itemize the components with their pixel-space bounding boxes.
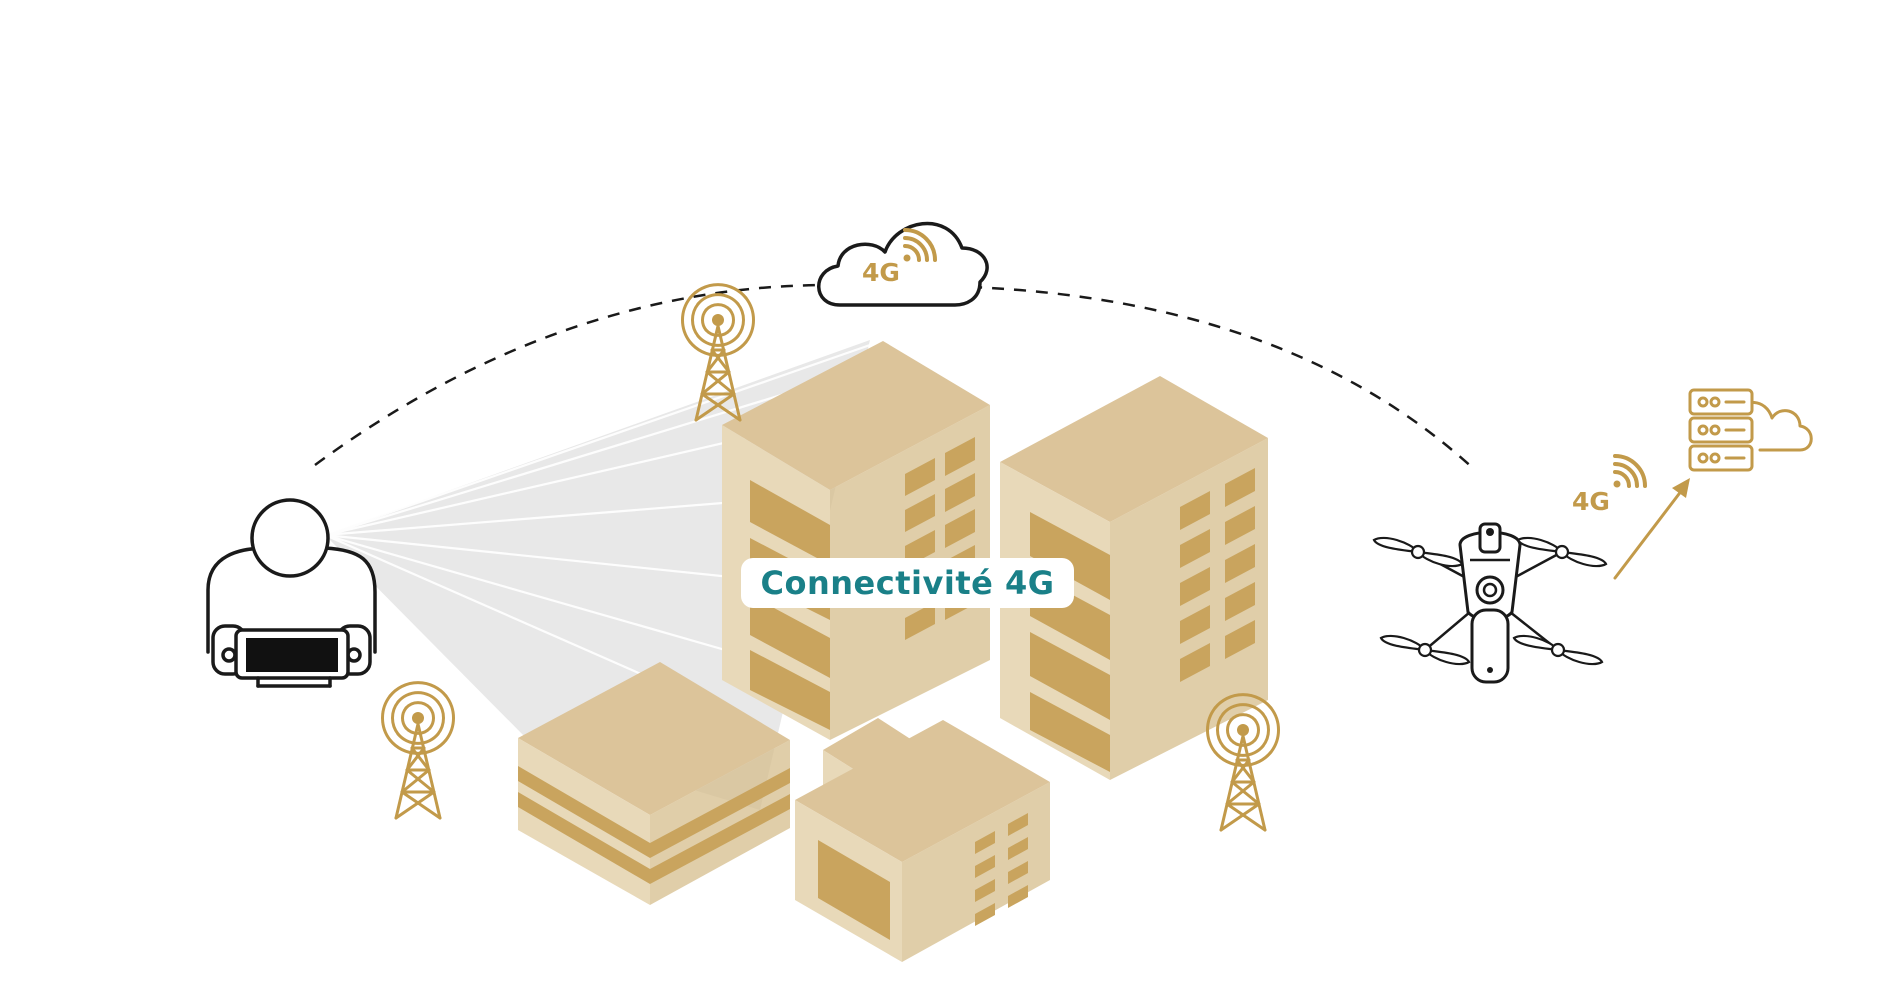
drone-icon (1372, 522, 1608, 684)
network-arc (314, 283, 1476, 471)
uplink-4g-label: 4G (1572, 487, 1610, 516)
cloud-icon: 4G (817, 221, 989, 307)
propeller-icon (1379, 634, 1471, 666)
propeller-icon (1516, 536, 1608, 568)
cell-tower-icon (380, 681, 456, 820)
connectivity-label: Connectivité 4G (741, 558, 1074, 608)
uplink-group: 4G (1572, 454, 1690, 580)
arrow-up-right-icon (1613, 478, 1690, 580)
building-low-left (518, 662, 790, 905)
building-low-right (795, 720, 1050, 962)
operator-controller-icon (206, 498, 377, 688)
signal-waves-icon (1611, 454, 1647, 490)
server-cloud-icon (1688, 388, 1813, 472)
propeller-icon (1372, 536, 1464, 568)
building-tall-right (1000, 376, 1268, 780)
cloud-4g-label: 4G (862, 258, 900, 287)
propeller-icon (1512, 634, 1604, 666)
